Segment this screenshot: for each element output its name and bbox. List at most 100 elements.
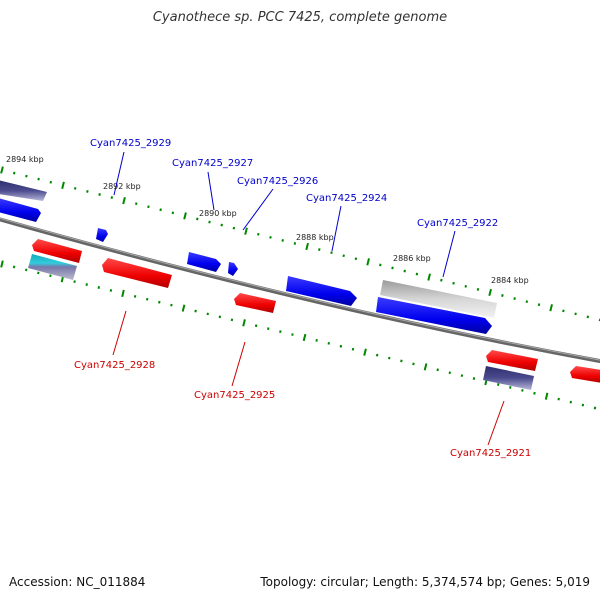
- scale-tick: [196, 217, 199, 221]
- scale-tick: [537, 303, 541, 307]
- scale-tick: [109, 289, 113, 292]
- scale-tick: [593, 406, 597, 410]
- scale-label-2890: 2890 kbp: [199, 209, 237, 218]
- scale-tick: [133, 294, 137, 298]
- scale-tick: [293, 242, 297, 245]
- gene-label-2929[interactable]: Cyan7425_2929: [90, 138, 171, 149]
- scale-tick: [73, 186, 77, 190]
- scale-tick: [279, 330, 282, 334]
- gene-block[interactable]: [483, 366, 534, 390]
- scale-tick: [302, 333, 307, 342]
- scale-tick: [339, 344, 343, 348]
- scale-tick: [159, 208, 162, 212]
- gene-label-2928[interactable]: Cyan7425_2928: [74, 360, 155, 371]
- scale-tick: [427, 273, 431, 281]
- scale-tick: [351, 347, 355, 351]
- scale-tick: [257, 232, 260, 236]
- gene-arrow[interactable]: [32, 239, 82, 263]
- scale-label-2888: 2888 kbp: [296, 233, 334, 242]
- scale-tick: [574, 312, 577, 316]
- gene-arrow[interactable]: [96, 228, 108, 242]
- scale-tick: [244, 227, 248, 235]
- scale-tick: [97, 286, 101, 289]
- gene-arrow[interactable]: [187, 252, 221, 272]
- scale-tick: [12, 171, 16, 175]
- minus-strand-features: [28, 239, 600, 390]
- scale-tick: [496, 383, 500, 386]
- scale-tick: [49, 274, 52, 278]
- scale-tick: [488, 288, 492, 297]
- scale-tick: [412, 362, 415, 366]
- scale-tick: [330, 251, 333, 255]
- gene-label-2925[interactable]: Cyan7425_2925: [194, 390, 275, 401]
- gene-arrow[interactable]: [0, 198, 41, 222]
- scale-tick: [464, 284, 467, 288]
- scale-label-2894: 2894 kbp: [6, 155, 44, 164]
- scale-tick: [342, 254, 345, 258]
- scale-tick: [460, 374, 464, 378]
- scale-tick: [49, 180, 53, 184]
- scale-tick: [366, 258, 370, 266]
- scale-tick: [206, 312, 209, 316]
- scale-tick: [269, 235, 272, 239]
- scale-tick: [363, 348, 367, 356]
- scale-tick: [379, 263, 382, 267]
- gene-label-2926[interactable]: Cyan7425_2926: [237, 176, 318, 187]
- gene-arrow[interactable]: [570, 366, 600, 383]
- scale-tick: [391, 266, 394, 270]
- scale-tick: [254, 324, 258, 328]
- gene-label-2921[interactable]: Cyan7425_2921: [450, 448, 531, 459]
- scale-label-2884: 2884 kbp: [491, 276, 529, 285]
- gene-block[interactable]: [28, 254, 77, 280]
- scale-tick: [388, 356, 391, 360]
- scale-label-2886: 2886 kbp: [393, 254, 431, 263]
- scale-tick: [305, 242, 309, 251]
- scale-tick: [147, 205, 150, 209]
- scale-tick: [440, 278, 443, 282]
- scale-tick: [230, 318, 234, 322]
- scale-tick: [476, 287, 480, 291]
- gene-label-2927[interactable]: Cyan7425_2927: [172, 158, 253, 169]
- scale-tick: [472, 377, 476, 381]
- scale-tick: [400, 359, 403, 363]
- scale-tick: [158, 300, 161, 304]
- scale-tick: [549, 304, 553, 312]
- genome-backbone: [0, 217, 600, 364]
- scale-tick: [281, 238, 284, 242]
- outer-tick-row: [0, 166, 600, 322]
- scale-tick: [25, 174, 28, 178]
- gene-arrow[interactable]: [376, 297, 492, 334]
- gene-label-2922[interactable]: Cyan7425_2922: [417, 218, 498, 229]
- scale-tick: [110, 196, 114, 199]
- scale-tick: [415, 272, 419, 276]
- minus-label-leaders: [112, 310, 505, 446]
- plus-strand-features: [0, 180, 497, 334]
- scale-tick: [436, 368, 439, 372]
- scale-tick: [24, 268, 28, 272]
- scale-tick: [73, 280, 76, 284]
- gene-arrow[interactable]: [486, 350, 538, 371]
- scale-tick: [318, 248, 321, 252]
- gene-arrow[interactable]: [234, 293, 276, 313]
- scale-tick: [267, 327, 270, 331]
- gene-block[interactable]: [380, 280, 497, 318]
- scale-tick: [586, 315, 590, 319]
- scale-tick: [181, 304, 186, 312]
- scale-tick: [354, 257, 358, 261]
- gene-arrow[interactable]: [228, 262, 238, 276]
- scale-tick: [37, 271, 40, 275]
- gene-block[interactable]: [0, 180, 47, 201]
- scale-tick: [37, 177, 40, 181]
- scale-tick: [569, 400, 573, 404]
- scale-tick: [145, 297, 149, 301]
- scale-tick: [86, 190, 89, 193]
- scale-tick: [85, 283, 88, 286]
- genome-stats-text: Topology: circular; Length: 5,374,574 bp…: [260, 575, 590, 589]
- gene-label-2924[interactable]: Cyan7425_2924: [306, 193, 387, 204]
- map-title: Cyanothece sp. PCC 7425, complete genome: [152, 10, 448, 25]
- scale-tick: [315, 338, 318, 342]
- plus-label-leaders: [113, 151, 456, 278]
- scale-tick: [121, 289, 125, 298]
- gene-arrow[interactable]: [102, 258, 172, 288]
- gene-arrow[interactable]: [286, 276, 357, 306]
